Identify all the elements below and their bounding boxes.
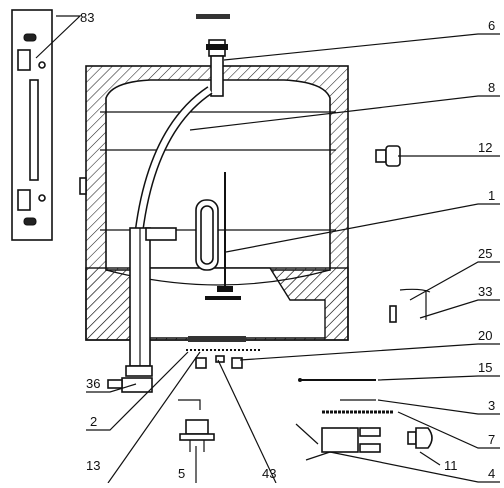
part-5-thermostat	[179, 419, 215, 452]
inlet-tube	[133, 86, 213, 241]
label-4: 4	[488, 466, 495, 481]
label-43: 43	[262, 466, 276, 481]
inlet-flange	[145, 227, 177, 241]
leader-lines	[35, 15, 500, 484]
label-5: 5	[178, 466, 185, 481]
label-15: 15	[478, 360, 492, 375]
label-33: 33	[478, 284, 492, 299]
label-20: 20	[478, 328, 492, 343]
label-13: 13	[86, 458, 100, 473]
label-1: 1	[488, 188, 495, 203]
label-83: 83	[80, 10, 94, 25]
side-clip	[79, 177, 87, 195]
label-8: 8	[488, 80, 495, 95]
mounting-bracket	[11, 9, 53, 241]
part-11-knob	[407, 427, 433, 449]
heating-element	[195, 172, 241, 300]
part-25-cover	[389, 288, 431, 323]
label-2: 2	[90, 414, 97, 429]
label-7: 7	[488, 432, 495, 447]
part-12-thermostat-knob	[375, 145, 401, 167]
gasket-plate	[186, 336, 262, 351]
part-labels: 83 6 8 12 1 25 33 20 15 3 7 36 2 11 13 5…	[80, 10, 495, 481]
label-6: 6	[488, 18, 495, 33]
cold-water-inlet	[107, 227, 153, 393]
part-4-control-box	[295, 423, 381, 461]
label-3: 3	[488, 398, 495, 413]
label-11: 11	[444, 458, 458, 473]
part-15-rod	[298, 378, 376, 382]
label-12: 12	[478, 140, 492, 155]
label-25: 25	[478, 246, 492, 261]
outlet-pipe	[196, 14, 230, 97]
label-36: 36	[86, 376, 100, 391]
part-2-bracket	[178, 399, 201, 410]
part-20-clamps	[195, 355, 243, 369]
